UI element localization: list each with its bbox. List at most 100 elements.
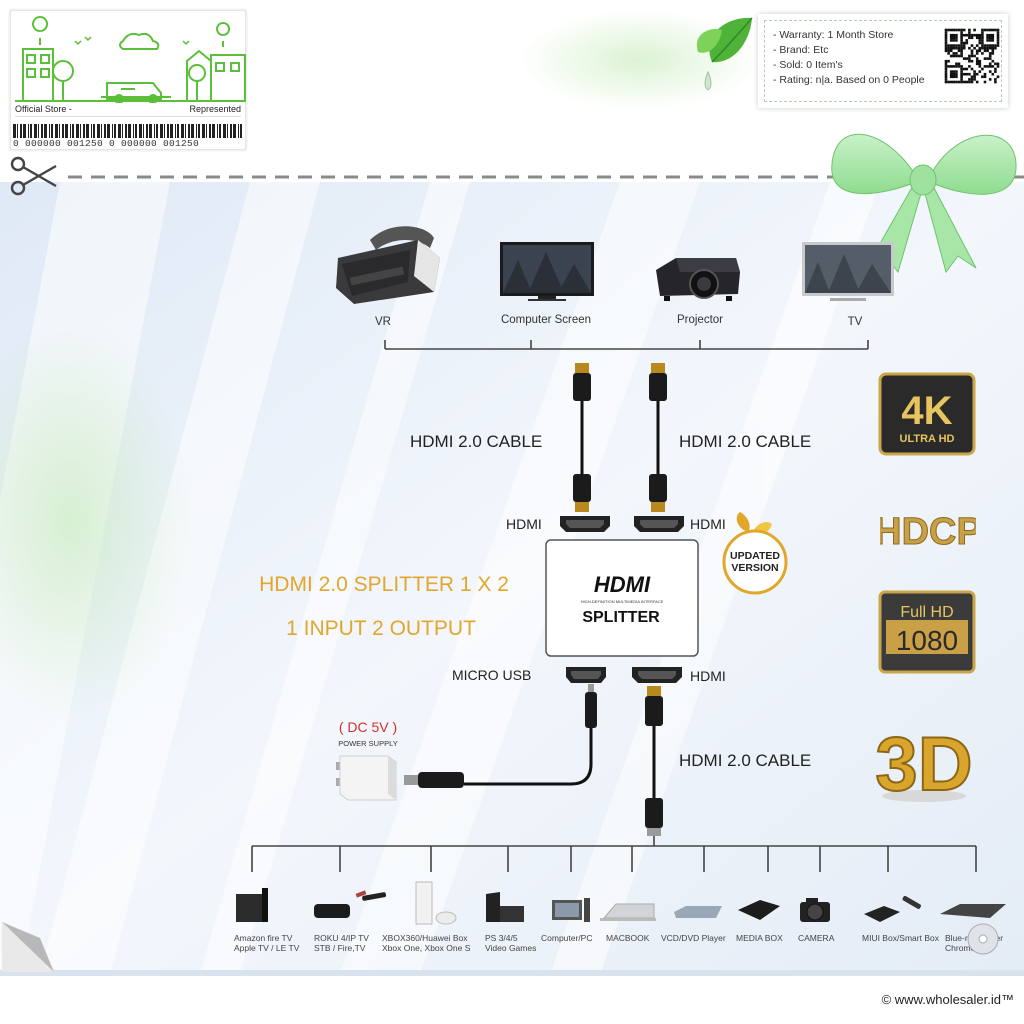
cable-label-right: HDMI 2.0 CABLE (679, 432, 811, 451)
category-line1: CAMERA (798, 933, 835, 943)
represented-label: Represented (189, 104, 241, 114)
projector-label: Projector (676, 314, 724, 326)
store-illustration (15, 16, 246, 103)
tv-icon (802, 242, 894, 301)
barcode-bars (13, 124, 242, 138)
hdmi-logo: HDMI (594, 572, 651, 597)
leaf-icon (696, 17, 753, 91)
product-info-card: - Warranty: 1 Month Store - Brand: Etc -… (758, 14, 1008, 108)
category-line1: VCD/DVD Player (661, 933, 726, 943)
category-line2: Video Games (485, 943, 537, 953)
tv-label: TV (847, 316, 863, 328)
category-label: CAMERA (798, 933, 834, 943)
hdmi-input-port (632, 667, 682, 683)
vr-label: VR (375, 316, 391, 328)
category-line2: STB / Fire,TV (314, 943, 366, 953)
category-label: VCD/DVD Player (661, 933, 726, 943)
splitter-label: SPLITTER (582, 609, 660, 626)
hdmi-cable-right (649, 363, 667, 512)
leaf-badge-icon (736, 512, 750, 532)
blu-ray-player-icon (940, 904, 1006, 918)
category-line1: Amazon fire TV (234, 933, 293, 943)
feature-hdcp-text: HDCP (880, 511, 976, 553)
roku-icon (314, 890, 387, 918)
hdmi-cable-bottom (645, 686, 663, 836)
cable-label-bottom: HDMI 2.0 CABLE (679, 751, 811, 770)
cable-label-left: HDMI 2.0 CABLE (410, 432, 542, 451)
hdmi-input-label: HDMI (690, 668, 726, 684)
feature-ultra-text: ULTRA HD (900, 433, 955, 445)
source-device-icons (236, 881, 1006, 925)
store-label-row: Official Store - Represented (15, 104, 241, 117)
feature-fullhd-badge: Full HD 1080 (878, 590, 976, 674)
badge-line1: UPDATED (730, 550, 780, 562)
category-line2: Xbox One, Xbox One S (382, 943, 471, 953)
category-label: MIUI Box/Smart Box (862, 933, 939, 943)
amazon-fire-tv-icon (236, 888, 268, 922)
category-line1: MACBOOK (606, 933, 650, 943)
cut-line (10, 156, 1024, 196)
camera-icon (800, 898, 830, 922)
product-info-list: - Warranty: 1 Month Store - Brand: Etc -… (773, 28, 925, 88)
computer-pc-icon (552, 898, 590, 922)
warranty-info: - Warranty: 1 Month Store (773, 29, 894, 41)
feature-1080-text: 1080 (896, 625, 958, 656)
scissors-icon (10, 156, 57, 196)
category-line1: MIUI Box/Smart Box (862, 933, 939, 943)
hdmi-tagline: HIGH-DEFINITION MULTIMEDIA INTERFACE (581, 599, 664, 604)
store-card: Official Store - Represented 0 000000 00… (10, 10, 246, 150)
computer-screen-label: Computer Screen (500, 314, 592, 326)
official-store-label: Official Store - (15, 104, 72, 114)
page-curl-icon (2, 922, 54, 972)
feature-3d-text: 3D (875, 722, 972, 804)
hdmi-port-left (560, 516, 610, 532)
category-line2: Chromecast (945, 943, 991, 953)
qr-code-icon (943, 27, 1001, 85)
hdmi-port-left-label: HDMI (506, 516, 542, 532)
disc-icon (967, 923, 999, 955)
headline-line2: 1 INPUT 2 OUTPUT (286, 617, 476, 640)
projector-icon (656, 258, 740, 301)
power-adapter-icon (336, 755, 397, 801)
media-box-icon (738, 900, 780, 920)
feature-hdcp-badge: HDCP (880, 511, 976, 554)
hdmi-splitter-box (545, 539, 699, 657)
rating-info: - Rating: n|a. Based on 0 People (773, 74, 925, 86)
micro-usb-port (566, 667, 606, 683)
category-line1: XBOX360/Huawei Box (382, 933, 468, 943)
category-line1: MEDIA BOX (736, 933, 783, 943)
sold-info: - Sold: 0 Item's (773, 59, 843, 71)
miui-box-icon (864, 896, 921, 922)
category-label: Computer/PC (541, 933, 593, 943)
updated-version-badge: UPDATED VERSION (722, 512, 788, 595)
hdmi-port-right (634, 516, 684, 532)
power-supply-label: POWER SUPPLY (338, 739, 397, 748)
vr-headset-icon (336, 226, 440, 304)
category-line1: Computer/PC (541, 933, 593, 943)
category-line1: PS 3/4/5 (485, 933, 518, 943)
feature-3d-badge: 3D (874, 721, 973, 804)
computer-screen-icon (500, 242, 594, 301)
playstation-icon (486, 892, 524, 922)
macbook-icon (600, 903, 656, 921)
headline-line1: HDMI 2.0 SPLITTER 1 X 2 (259, 573, 509, 596)
micro-usb-label: MICRO USB (452, 667, 531, 683)
dvd-player-icon (674, 906, 722, 918)
feature-4k-text: 4K (901, 389, 952, 433)
category-line1: ROKU 4/IP TV (314, 933, 369, 943)
dc-voltage-label: ( DC 5V ) (339, 719, 397, 735)
brand-info: - Brand: Etc (773, 44, 829, 56)
feature-fullhd-text: Full HD (900, 604, 953, 621)
category-label: MEDIA BOX (736, 933, 783, 943)
copyright-text: © www.wholesaler.id™ (881, 992, 1014, 1007)
barcode-digits: 0 000000 001250 0 000000 001250 (13, 138, 200, 149)
hdmi-port-right-label: HDMI (690, 516, 726, 532)
category-label: MACBOOK (606, 933, 649, 943)
